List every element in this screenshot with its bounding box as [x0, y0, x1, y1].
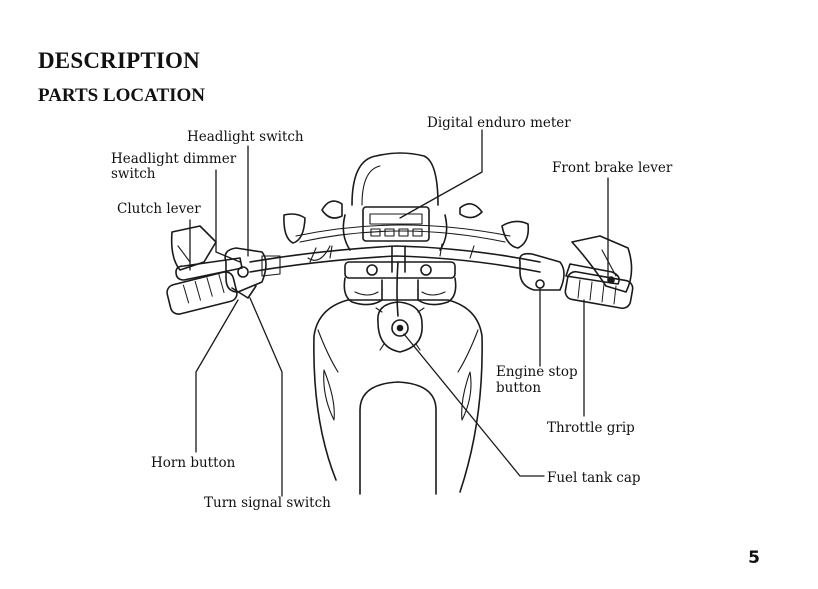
handlebar-drawing: [249, 224, 541, 273]
page-heading: DESCRIPTION: [38, 48, 200, 73]
fuel-cap-drawing: [375, 301, 425, 353]
label-turn-signal-switch: Turn signal switch: [204, 495, 331, 511]
label-front-brake-lever: Front brake lever: [552, 160, 673, 176]
fork-clamp-drawing: [343, 245, 457, 306]
fuel-tank-drawing: [313, 299, 483, 495]
label-fuel-tank-cap: Fuel tank cap: [547, 470, 641, 486]
section-subheading: PARTS LOCATION: [38, 85, 206, 106]
cables-drawing: [307, 245, 399, 317]
label-engine-stop-line1: Engine stop: [496, 364, 578, 380]
label-engine-stop-line2: button: [496, 380, 542, 396]
leader-lines: [189, 129, 609, 497]
right-controls-drawing: [518, 235, 634, 310]
label-horn-button: Horn button: [151, 455, 236, 471]
left-controls-drawing: [166, 225, 281, 315]
meter-drawing: [342, 206, 448, 251]
label-headlight-dimmer-line2: switch: [111, 166, 156, 182]
label-clutch-lever: Clutch lever: [117, 201, 201, 217]
label-digital-enduro-meter: Digital enduro meter: [427, 115, 571, 131]
page-number: 5: [748, 548, 760, 568]
label-headlight-dimmer-line1: Headlight dimmer: [111, 151, 237, 167]
windscreen-drawing: [351, 152, 439, 206]
label-headlight-switch: Headlight switch: [187, 129, 304, 145]
label-throttle-grip: Throttle grip: [547, 420, 635, 436]
